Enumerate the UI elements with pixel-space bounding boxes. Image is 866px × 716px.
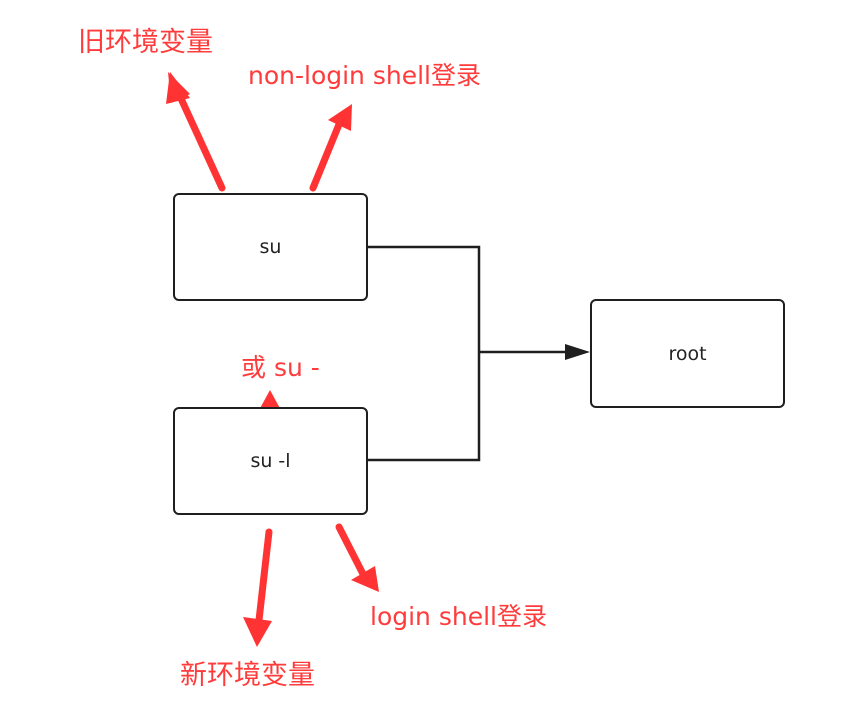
red-arrow-new-env-head	[243, 617, 272, 647]
red-arrow-non-login-shaft	[309, 118, 344, 192]
node-su[interactable]: su	[173, 193, 368, 301]
red-arrow-or-su-head	[258, 390, 282, 412]
connector-su	[367, 245, 481, 352]
node-su-l-label: su -l	[250, 450, 291, 472]
connector-su-l	[367, 352, 481, 462]
red-arrow-login-head	[351, 566, 379, 592]
red-arrow-old-env-head	[166, 72, 190, 104]
annotation-or-su-dash: 或 su -	[241, 353, 320, 382]
node-su-label: su	[259, 236, 282, 258]
red-arrow-new-env-shaft	[255, 528, 273, 624]
annotation-non-login: non-login shell登录	[248, 61, 481, 90]
node-su-l[interactable]: su -l	[173, 407, 368, 515]
node-root-label: root	[668, 342, 707, 365]
red-arrow-old-env-shaft	[174, 88, 226, 192]
annotation-new-env: 新环境变量	[180, 660, 315, 691]
node-root[interactable]: root	[590, 299, 785, 408]
annotation-login-shell: login shell登录	[370, 602, 547, 631]
annotation-old-env: 旧环境变量	[78, 27, 213, 58]
red-arrow-login-shaft	[335, 523, 367, 578]
connector-arrowhead	[565, 344, 590, 360]
red-arrow-non-login-head	[328, 104, 352, 131]
